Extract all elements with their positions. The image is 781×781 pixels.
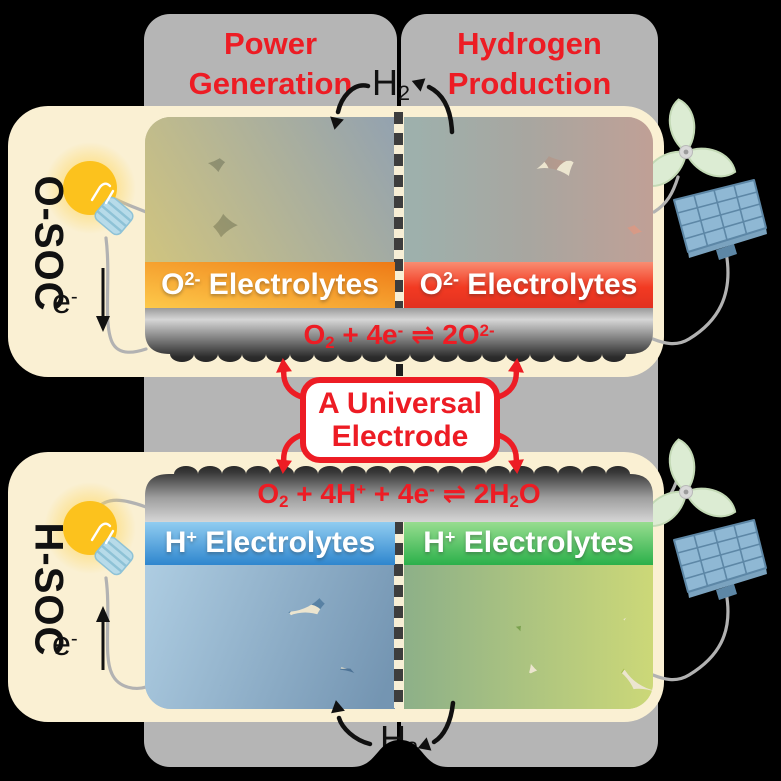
universal-electrode-bottom-bar bbox=[145, 466, 653, 522]
electron-label-top: e- bbox=[52, 283, 78, 321]
light-bulb-icon-hsoc bbox=[44, 482, 136, 576]
osoc-electrolyte-right-bar: O2- Electrolytes bbox=[404, 262, 653, 308]
h2-arrows-top bbox=[330, 78, 455, 135]
solar-panel-icon-top bbox=[673, 179, 767, 260]
hsoc-electrode-reaction: O2 + 4H+ + 4e- ⇌ 2H2O bbox=[257, 478, 541, 511]
hsoc-electrolyte-left-bar: H+ Electrolytes bbox=[145, 521, 395, 565]
header-hydrogen-production: Hydrogen Production bbox=[447, 26, 612, 101]
cell-divider-dashed-bottom bbox=[394, 522, 403, 708]
osoc-electrolyte-right-label: O2- Electrolytes bbox=[419, 268, 638, 301]
osoc-electrolyte-left-bar: O2- Electrolytes bbox=[145, 262, 395, 308]
solar-panel-icon-bottom bbox=[673, 519, 767, 600]
hsoc-electrolyte-right-label: H+ Electrolytes bbox=[423, 526, 634, 559]
electron-arrow-up bbox=[96, 606, 110, 670]
osoc-electrode-reaction: O2 + 4e- ⇌ 2O2- bbox=[303, 319, 495, 352]
wind-turbine-icon-top bbox=[643, 98, 737, 187]
h2-gas-label-top: H2 bbox=[372, 62, 411, 105]
h2-arrows-bottom bbox=[331, 700, 456, 751]
porous-electrode-texture-hsoc-right bbox=[404, 565, 653, 709]
porous-electrode-texture-hsoc-left bbox=[145, 565, 395, 709]
universal-electrode-top-bar bbox=[145, 308, 653, 362]
electron-label-bottom: e- bbox=[52, 625, 78, 663]
wind-turbine-icon-bottom bbox=[643, 438, 737, 527]
porous-electrode-texture-osoc-left bbox=[145, 117, 395, 262]
header-power-generation: Power Generation bbox=[188, 26, 353, 101]
electron-arrow-down bbox=[96, 268, 110, 332]
hsoc-electrolyte-left-label: H+ Electrolytes bbox=[164, 526, 376, 559]
porous-electrode-texture-osoc-right bbox=[404, 117, 653, 262]
hsoc-electrolyte-right-bar: H+ Electrolytes bbox=[404, 521, 653, 565]
universal-electrode-callout: A Universal Electrode bbox=[300, 377, 500, 463]
osoc-electrolyte-left-label: O2- Electrolytes bbox=[161, 268, 379, 301]
light-bulb-icon-osoc bbox=[44, 142, 136, 236]
cell-divider-dashed-top bbox=[394, 112, 403, 308]
